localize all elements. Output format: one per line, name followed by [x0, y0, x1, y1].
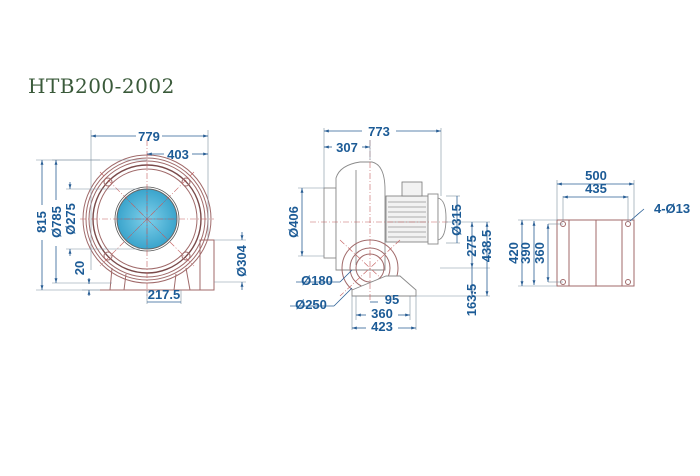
dim-163-5: 163.5: [464, 284, 479, 317]
dim-315: Ø315: [449, 204, 464, 236]
side-housing: [310, 140, 450, 300]
front-view: 779 403 815 Ø785 Ø275 20: [34, 129, 249, 304]
dim-406: Ø406: [286, 206, 301, 238]
dim-95: 95: [385, 292, 399, 307]
side-view: 773 307 Ø406 Ø315 275 438.5 163.5: [286, 124, 494, 334]
dim-403: 403: [167, 147, 189, 162]
dim-438-5: 438.5: [479, 230, 494, 263]
dim-217-5: 217.5: [148, 287, 181, 302]
dim-390: 390: [518, 242, 533, 264]
dim-360-base: 360: [532, 242, 547, 264]
dim-275: Ø275: [63, 203, 78, 235]
dim-holes: 4-Ø13: [654, 201, 690, 216]
side-dimensions: 773 307 Ø406 Ø315 275 438.5 163.5: [286, 124, 494, 334]
dim-773: 773: [368, 124, 390, 139]
dim-180: Ø180: [301, 273, 333, 288]
dim-360-side: 360: [371, 306, 393, 321]
dim-304: Ø304: [234, 244, 249, 277]
dim-815: 815: [34, 211, 49, 233]
dim-423: 423: [371, 319, 393, 334]
base-view: 500 435 4-Ø13 420 390 360: [506, 168, 690, 287]
base-dimensions: 500 435 4-Ø13 420 390 360: [506, 168, 690, 287]
dim-250: Ø250: [295, 297, 327, 312]
dim-500: 500: [585, 168, 607, 183]
base-plate: [556, 219, 635, 287]
front-dimensions: 779 403 815 Ø785 Ø275 20: [34, 129, 249, 304]
dim-20: 20: [72, 261, 87, 275]
dim-779: 779: [138, 129, 160, 144]
front-housing: [80, 140, 215, 296]
model-title: HTB200-2002: [28, 74, 175, 98]
dim-785: Ø785: [49, 206, 64, 238]
dim-435: 435: [585, 181, 607, 196]
dim-420: 420: [506, 242, 521, 264]
dim-307: 307: [336, 140, 358, 155]
dim-275-side: 275: [464, 235, 479, 257]
